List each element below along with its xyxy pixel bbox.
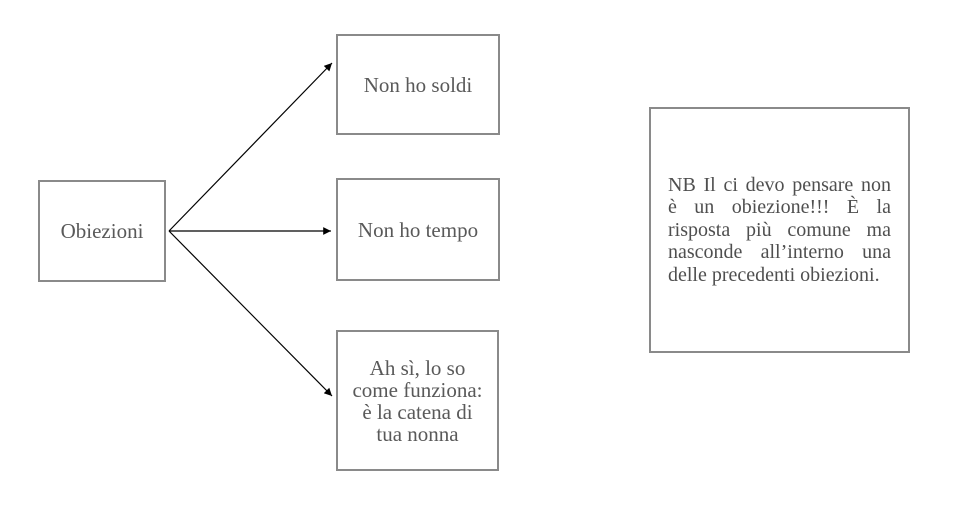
note-text-line: delle precedenti obiezioni. <box>668 263 880 286</box>
note-text-line: risposta più comune ma <box>668 218 891 241</box>
node-catena-nonna-line: è la catena di <box>362 399 473 424</box>
node-non-ho-soldi-label: Non ho soldi <box>363 72 473 97</box>
node-catena-nonna-line: tua nonna <box>376 421 459 446</box>
note-text-line: è un obiezione!!! È la <box>668 196 891 219</box>
node-catena-nonna-line: come funziona: <box>352 377 483 402</box>
arrow-obiezioni-to-catena <box>168 230 333 397</box>
note-ci-devo-pensare: NB Il ci devo pensare non è un obiezione… <box>649 107 910 353</box>
node-non-ho-tempo-label: Non ho tempo <box>357 217 479 242</box>
node-obiezioni: Obiezioni <box>38 180 166 282</box>
node-catena-nonna: Ah sì, lo so come funziona: è la catena … <box>336 330 499 471</box>
node-catena-nonna-line: Ah sì, lo so <box>369 355 466 380</box>
node-non-ho-soldi: Non ho soldi <box>336 34 500 135</box>
note-text-line: NB Il ci devo pensare non <box>668 173 891 196</box>
node-obiezioni-label: Obiezioni <box>60 219 144 243</box>
arrow-obiezioni-to-soldi <box>168 62 333 232</box>
note-text-line: nasconde all’interno una <box>668 241 891 264</box>
node-non-ho-tempo: Non ho tempo <box>336 178 500 281</box>
